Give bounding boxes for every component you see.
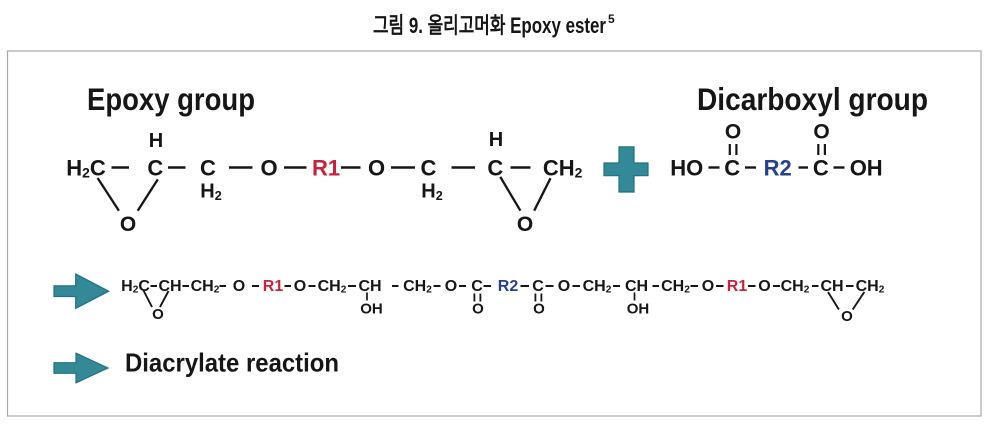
atom-label: C: [421, 155, 437, 180]
atom-label: O: [152, 306, 164, 323]
atom-label: O: [841, 308, 853, 325]
atom-label: OH: [627, 300, 650, 317]
figure-box: [6, 50, 982, 417]
atom-label: CH: [625, 278, 648, 295]
atom-label: CH2: [318, 278, 347, 296]
atom-label: H2: [200, 181, 221, 203]
atom-label: H2C: [121, 278, 150, 296]
atom-label: O: [120, 213, 136, 236]
dicarboxyl-group-structure: HO C R2 C OH O O: [670, 120, 883, 180]
atom-label: O: [294, 278, 306, 295]
atom-label: O: [472, 300, 484, 317]
atom-label: C: [200, 155, 216, 180]
atom-label: C: [471, 278, 483, 295]
atom-label: C: [813, 155, 829, 180]
atom-label: C: [147, 155, 163, 180]
atom-label: O: [260, 155, 277, 180]
atom-label: R1: [312, 155, 340, 180]
atom-label: CH: [358, 278, 381, 295]
reaction-arrow-icon: [53, 273, 110, 310]
atom-label: O: [758, 278, 770, 295]
bond-line: [159, 290, 170, 308]
atom-label: CH2: [781, 278, 810, 296]
atom-label: O: [445, 278, 457, 295]
atom-label: O: [233, 278, 245, 295]
atom-label: O: [702, 278, 714, 295]
atom-label: CH: [158, 278, 181, 295]
diacrylate-arrow-icon: [53, 352, 110, 384]
bond-line: [142, 290, 153, 308]
dicarboxyl-group-heading: Dicarboxyl group: [697, 82, 928, 117]
diacrylate-reaction-label: Diacrylate reaction: [125, 348, 339, 378]
epoxy-group-heading: Epoxy group: [87, 82, 255, 117]
atom-label: CH: [820, 278, 843, 295]
atom-label: O: [813, 120, 829, 143]
atom-label: C: [724, 155, 740, 180]
atom-label: H2: [421, 181, 442, 203]
atom-label: C: [487, 155, 503, 180]
atom-label: CH2: [543, 155, 583, 180]
atom-label: O: [517, 213, 533, 236]
atom-label: H: [149, 130, 163, 152]
atom-label: O: [533, 300, 545, 317]
atom-label: CH2: [661, 278, 690, 296]
atom-label: CH2: [403, 278, 432, 296]
bond-line: [96, 177, 120, 212]
bond-line: [851, 291, 866, 311]
atom-label: CH2: [583, 278, 612, 296]
figure-caption-superscript: 5: [608, 12, 615, 26]
atom-label: R1: [263, 278, 284, 295]
atom-label: CH2: [191, 278, 220, 296]
bond-line: [136, 178, 159, 212]
atom-label: CH2: [856, 278, 885, 296]
bond-line: [533, 177, 552, 212]
atom-label: OH: [360, 300, 383, 317]
atom-label: R1: [727, 278, 748, 295]
atom-label: O: [725, 120, 741, 143]
atom-label: OH: [850, 155, 883, 180]
atom-label: H2C: [66, 155, 106, 180]
atom-label: HO: [670, 155, 703, 180]
atom-label: O: [368, 155, 385, 180]
atom-label: O: [558, 278, 570, 295]
atom-label: H: [489, 129, 503, 151]
bond-line: [499, 176, 522, 212]
figure-caption: 그림 9. 올리고머화 Epoxy ester: [373, 13, 606, 38]
atom-label: R2: [498, 278, 519, 295]
bond-line: [827, 291, 840, 311]
plus-icon: [603, 146, 649, 193]
atom-label: C: [532, 278, 544, 295]
atom-label: R2: [764, 155, 792, 180]
